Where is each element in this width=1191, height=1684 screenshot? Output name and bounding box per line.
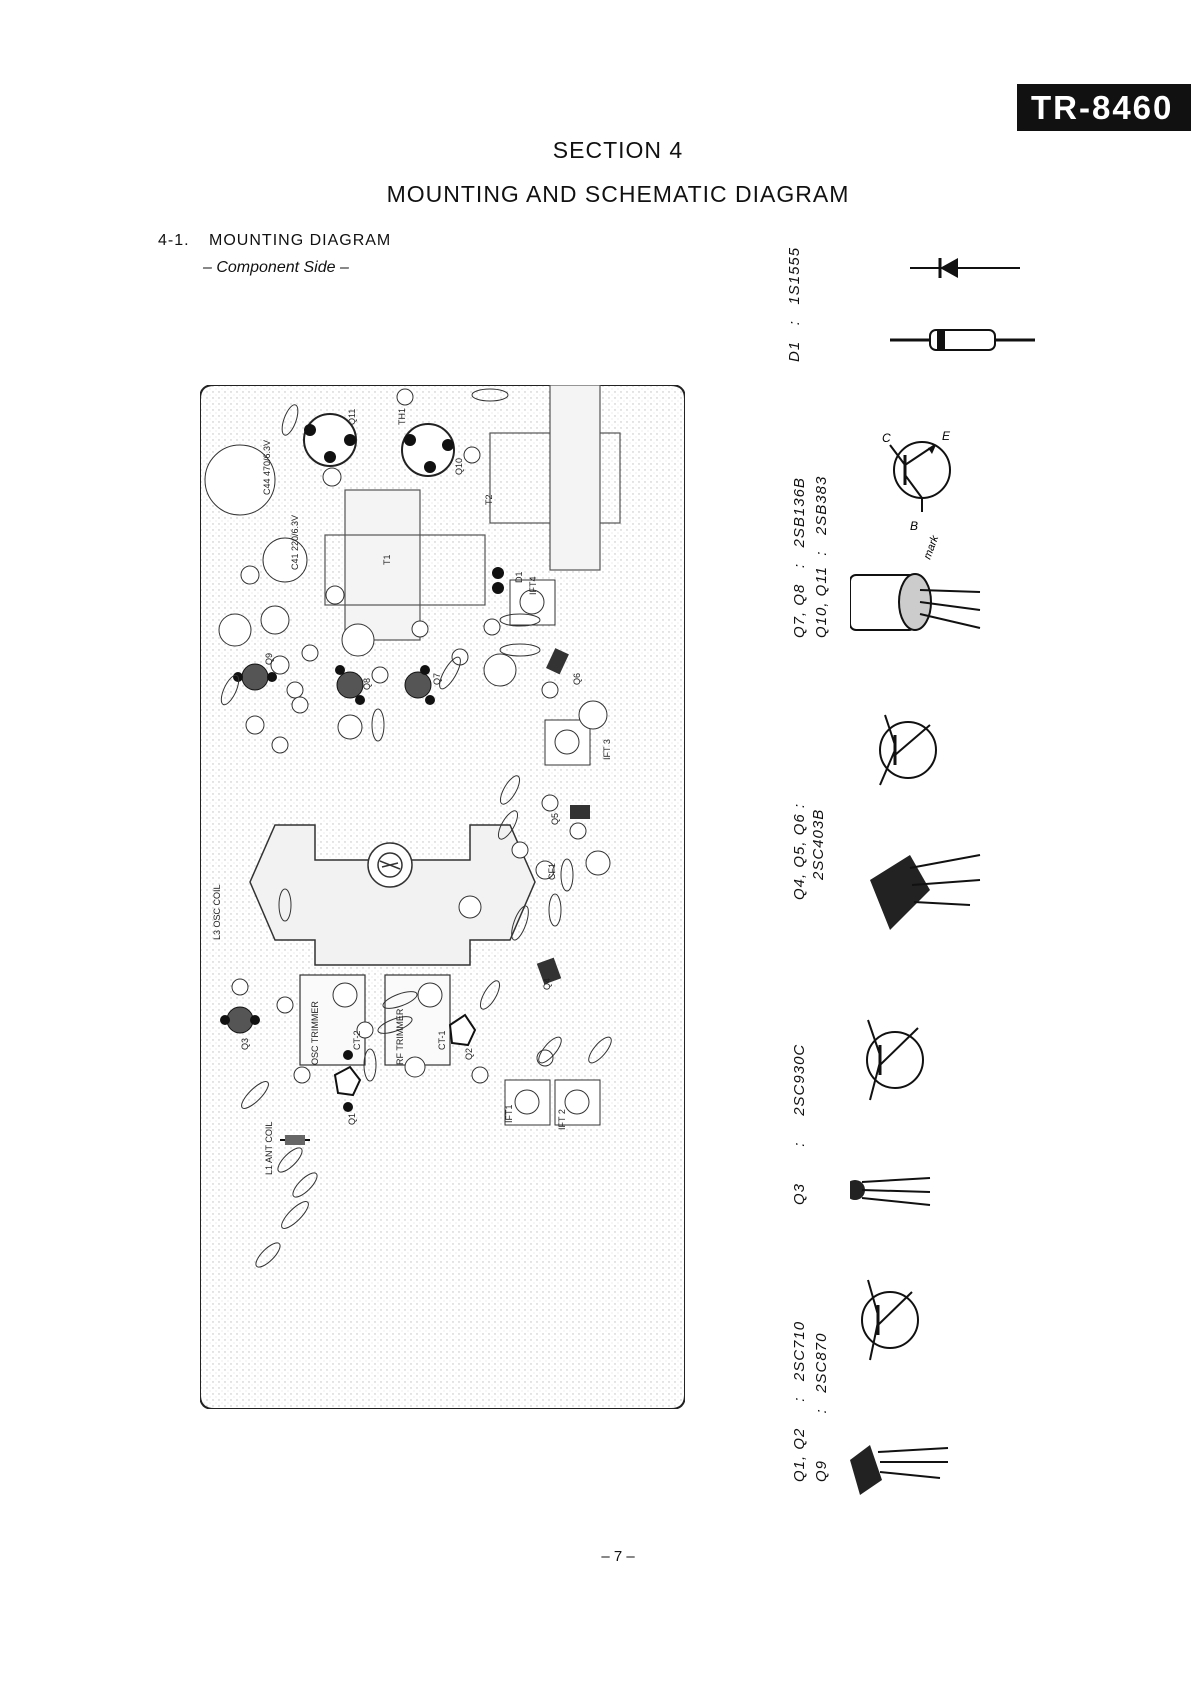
svg-text:C41 220/6.3V: C41 220/6.3V: [290, 515, 300, 570]
svg-text:Q8: Q8: [362, 678, 372, 690]
transformer-t1-core: [344, 489, 421, 641]
svg-text:Q6: Q6: [572, 673, 582, 685]
svg-text:IFT4: IFT4: [528, 576, 538, 595]
svg-text:IFT 2: IFT 2: [557, 1109, 567, 1130]
transformer-t2-core: [549, 385, 601, 571]
svg-text:IFT 3: IFT 3: [602, 739, 612, 760]
subsection-note: – Component Side –: [203, 259, 349, 276]
legend-q7-q8-part: 2SB136B: [791, 477, 808, 548]
legend-q4-q5-q6-part: 2SC403B: [810, 808, 827, 880]
svg-text:IFT1: IFT1: [504, 1104, 514, 1123]
transistor-q1: [333, 1065, 362, 1097]
legend-q3-part: 2SC930C: [791, 1043, 808, 1116]
legend-q7-q8-ref: Q7, Q8: [791, 583, 808, 638]
legend-q1-q2-ref: Q1, Q2: [791, 1427, 808, 1482]
legend-q3: Q3 : 2SC930C: [791, 1043, 808, 1205]
svg-text:Q10: Q10: [454, 458, 464, 475]
diode-symbol-icon: [910, 258, 1020, 278]
svg-text:Q3: Q3: [240, 1038, 250, 1050]
section-heading: SECTION 4: [552, 137, 684, 163]
legend-q10-q11-part: 2SB383: [813, 475, 830, 536]
svg-text:L3 OSC COIL: L3 OSC COIL: [212, 884, 222, 940]
capacitor-c24: [578, 700, 608, 730]
svg-text:Q7: Q7: [432, 673, 442, 685]
svg-text:Q5: Q5: [550, 813, 560, 825]
legend-d1: D1 : 1S1555: [786, 246, 803, 362]
q3-package-icon: [850, 1177, 931, 1206]
legend-q4-q5-q6: Q4, Q5, Q6 :: [791, 803, 808, 900]
legend-q1-q2-part: 2SC710: [791, 1320, 808, 1382]
capacitor-c34: [337, 714, 363, 740]
tuning-capacitor: [249, 824, 536, 966]
svg-text:Q1: Q1: [347, 1113, 357, 1125]
svg-text:Q2: Q2: [464, 1048, 474, 1060]
svg-text:Q11: Q11: [347, 409, 357, 425]
subsection-title: MOUNTING DIAGRAM: [209, 232, 392, 249]
legend-q9: Q9 : 2SC870: [813, 1332, 830, 1482]
subsection-number: 4-1.: [158, 232, 190, 249]
model-badge: TR-8460: [1017, 84, 1191, 131]
legend-q10-q11-ref: Q10, Q11: [813, 566, 830, 638]
svg-text:CF1: CF1: [547, 863, 557, 880]
flat-package-transistor-icon: [870, 854, 981, 930]
svg-text:L1 ANT COIL: L1 ANT COIL: [264, 1122, 274, 1175]
ant-coil-l1: [280, 1135, 310, 1145]
page-number: – 7 –: [601, 1548, 635, 1565]
legend-q4-q5-q6-ref: Q4, Q5, Q6 :: [791, 802, 808, 900]
npn-transistor-q1-symbol-icon: [861, 1279, 919, 1361]
legend-q9-part: 2SC870: [813, 1332, 830, 1393]
transistor-q4: [536, 957, 562, 985]
transistor-q3: [226, 1006, 254, 1034]
pnp-transistor-symbol-icon: [889, 441, 951, 512]
pin-b-label: B: [910, 519, 918, 533]
pin-c-label: C: [882, 431, 891, 445]
osc-trimmer: [299, 974, 366, 1066]
capacitor-c36: [341, 623, 375, 657]
svg-text:C44 470/6.3V: C44 470/6.3V: [262, 440, 272, 495]
transistor-q9: [241, 663, 269, 691]
subsection-heading: 4-1. MOUNTING DIAGRAM: [158, 232, 391, 250]
pcb-mounting-diagram: T2 T1 TH1 Q11 Q10 IFT4 IFT 3 IFT 2 IFT1 …: [200, 385, 685, 1409]
capacitor-c25: [483, 653, 517, 687]
svg-text:RF TRIMMER: RF TRIMMER: [395, 1008, 405, 1065]
pin-e-label: E: [942, 429, 951, 443]
svg-text:CT-2: CT-2: [352, 1030, 362, 1050]
transistor-q5: [570, 805, 590, 819]
svg-text:Q9: Q9: [264, 653, 274, 665]
capacitor-c44: [204, 444, 276, 516]
npn-transistor-symbol-icon: [879, 714, 937, 786]
q1-package-icon: [850, 1445, 949, 1495]
legend-d1-ref: D1: [786, 340, 803, 362]
transistor-q2: [448, 1013, 477, 1047]
transistor-q8: [336, 671, 364, 699]
legend-q10-q11: Q10, Q11 : 2SB383: [813, 475, 830, 638]
capacitor-c41: [262, 537, 308, 583]
legend-q9-ref: Q9: [813, 1459, 830, 1482]
svg-text:TH1: TH1: [397, 408, 407, 425]
transistor-q7: [404, 671, 432, 699]
transformer-t1-outline: [324, 534, 486, 606]
svg-text:T1: T1: [382, 554, 392, 565]
svg-text:OSC TRIMMER: OSC TRIMMER: [310, 1001, 320, 1065]
metal-can-transistor-icon: [850, 573, 981, 631]
svg-text:CT-1: CT-1: [437, 1030, 447, 1050]
diode-body-icon: [890, 329, 1035, 351]
capacitor-c40: [218, 613, 252, 647]
svg-text:T2: T2: [484, 494, 494, 505]
legend-d1-part: 1S1555: [786, 246, 803, 305]
capacitor-c38: [260, 605, 290, 635]
legend-q7-q8: Q7, Q8 : 2SB136B: [791, 477, 808, 638]
mark-label: mark: [922, 533, 942, 561]
npn-transistor-q3-symbol-icon: [866, 1019, 924, 1101]
component-legend-drawings: C E B mark: [850, 258, 1035, 1495]
legend-q3-ref: Q3: [791, 1182, 808, 1205]
svg-text:Q4: Q4: [542, 978, 552, 990]
page-title: MOUNTING AND SCHEMATIC DIAGRAM: [386, 181, 850, 207]
svg-text:D1: D1: [514, 571, 524, 583]
diode-d1: [492, 567, 504, 579]
legend-q1-q2: Q1, Q2 : 2SC710: [791, 1320, 808, 1482]
transistor-q6: [546, 648, 569, 675]
